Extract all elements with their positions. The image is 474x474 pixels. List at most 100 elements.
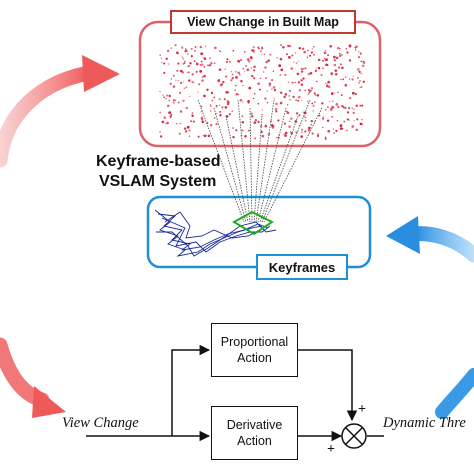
map-point	[348, 106, 351, 110]
map-point	[210, 62, 213, 65]
map-point	[333, 132, 336, 135]
map-point	[326, 83, 329, 85]
map-point	[289, 99, 291, 101]
system-title-line1: Keyframe-based	[96, 153, 221, 170]
map-point	[177, 101, 180, 104]
map-point	[231, 77, 235, 80]
map-point	[181, 56, 184, 58]
map-point	[294, 81, 296, 84]
map-point	[335, 103, 339, 106]
map-point	[295, 99, 297, 101]
map-point	[242, 85, 244, 87]
sum-sign-left: +	[327, 442, 335, 457]
map-point	[336, 46, 340, 50]
map-point	[176, 69, 179, 72]
map-point	[225, 75, 228, 78]
map-point	[221, 106, 224, 109]
map-point	[272, 86, 276, 89]
map-point	[170, 78, 173, 80]
map-point	[320, 74, 323, 77]
map-point	[298, 89, 301, 92]
map-point	[219, 83, 223, 87]
map-point	[215, 104, 218, 107]
map-point	[213, 117, 216, 119]
map-point	[311, 48, 313, 50]
map-point	[264, 124, 268, 128]
map-point	[354, 49, 357, 52]
map-point	[284, 73, 287, 77]
map-point	[241, 115, 244, 117]
map-point	[249, 56, 253, 59]
map-point	[357, 56, 361, 59]
map-point	[307, 89, 311, 92]
map-point	[333, 59, 336, 62]
map-point	[327, 64, 329, 67]
map-point	[226, 103, 230, 106]
map-point	[203, 66, 206, 68]
map-point	[294, 51, 297, 54]
map-point	[175, 79, 177, 82]
projection-rays	[197, 99, 323, 223]
map-point	[177, 62, 180, 65]
current-keyframe	[232, 210, 274, 236]
map-point	[290, 67, 294, 70]
map-point	[287, 81, 290, 84]
map-point	[280, 68, 284, 72]
map-point	[191, 73, 194, 76]
map-point	[309, 54, 312, 57]
map-point	[271, 88, 273, 90]
map-point	[211, 99, 214, 102]
map-point	[195, 70, 198, 73]
branch-to-proportional	[171, 344, 211, 436]
map-point	[192, 120, 195, 123]
map-point	[170, 113, 173, 116]
map-point	[346, 129, 348, 132]
map-point	[188, 79, 191, 82]
map-point	[301, 131, 303, 133]
map-point	[286, 111, 290, 115]
map-point	[311, 102, 314, 105]
map-point	[332, 100, 334, 102]
map-point	[261, 109, 264, 111]
derivative-action-block: Derivative Action	[211, 406, 298, 460]
map-point	[231, 110, 234, 113]
map-point	[358, 81, 360, 84]
map-point	[186, 71, 189, 74]
map-point	[341, 66, 344, 70]
map-point	[172, 74, 175, 77]
map-point	[279, 57, 283, 61]
map-point	[201, 63, 204, 66]
map-point	[188, 135, 191, 137]
map-point	[330, 72, 334, 76]
map-point	[204, 45, 207, 47]
map-point	[242, 101, 244, 103]
map-point	[194, 49, 196, 52]
map-point	[183, 81, 185, 83]
map-point	[348, 119, 350, 121]
map-point	[283, 95, 286, 99]
map-point	[235, 84, 237, 87]
map-point	[183, 87, 185, 89]
map-point	[200, 60, 203, 63]
map-point	[351, 125, 355, 128]
map-point	[222, 80, 225, 83]
system-title: Keyframe-based VSLAM System	[96, 152, 221, 192]
map-point	[267, 59, 270, 62]
map-point	[321, 102, 324, 105]
map-point	[360, 72, 363, 75]
map-point	[348, 78, 351, 80]
map-point	[348, 59, 352, 62]
map-point	[351, 91, 355, 95]
map-point	[215, 123, 218, 126]
map-point	[307, 129, 311, 132]
map-point	[254, 137, 257, 140]
map-point	[284, 131, 288, 135]
map-point	[355, 45, 358, 48]
map-point	[355, 128, 358, 132]
map-point	[172, 101, 175, 104]
map-point	[339, 55, 342, 57]
map-point	[339, 63, 342, 66]
map-point	[343, 120, 346, 123]
map-point	[306, 56, 309, 58]
map-point	[201, 76, 204, 78]
